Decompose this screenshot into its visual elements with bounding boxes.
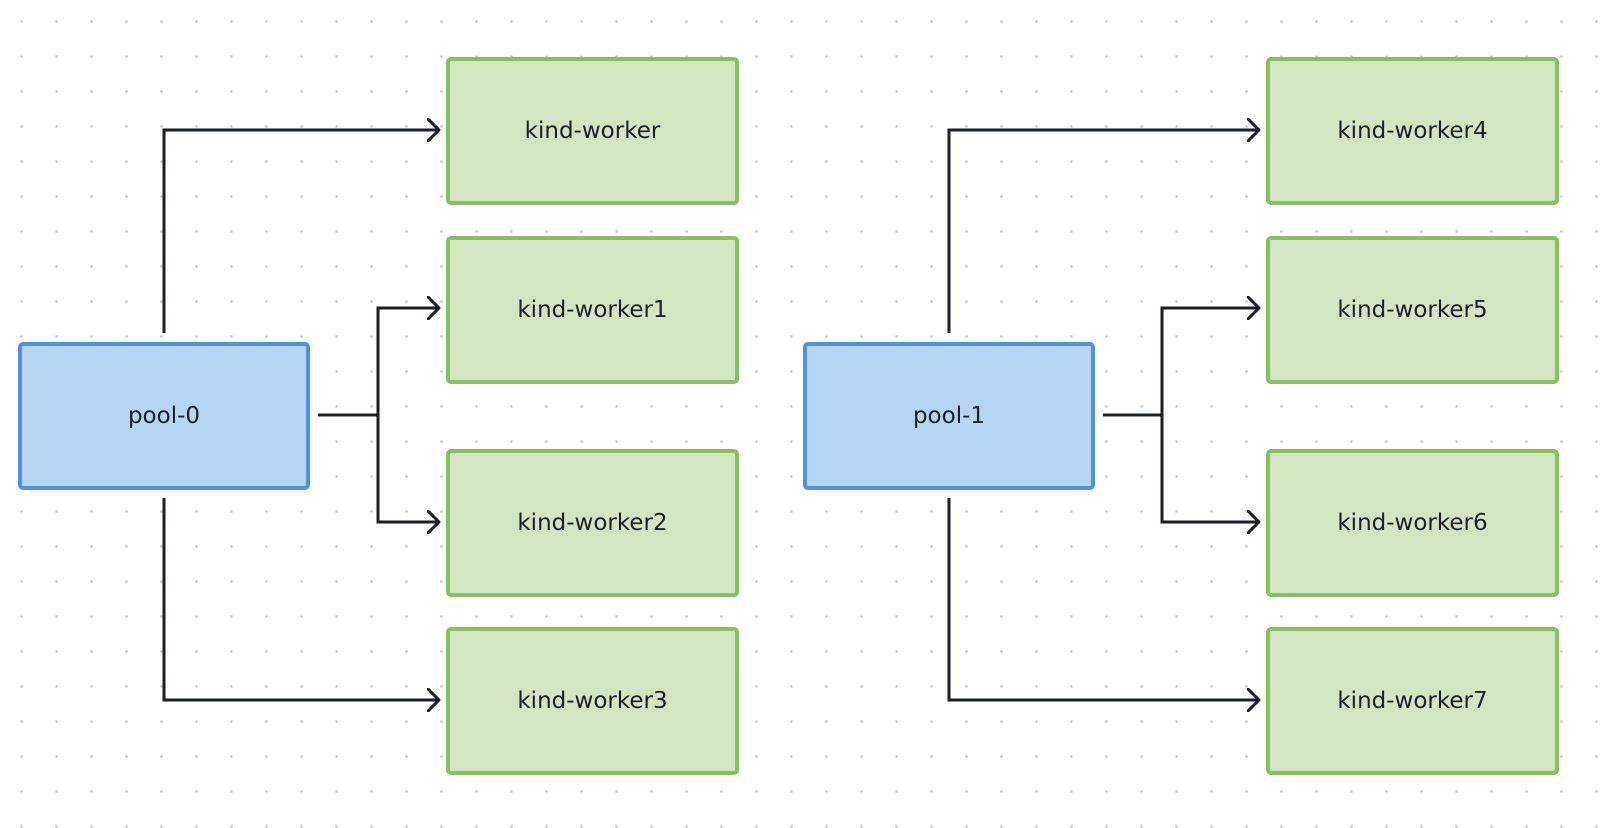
worker-label: kind-worker2: [517, 510, 668, 536]
pool-node-1[interactable]: pool-1: [803, 342, 1095, 490]
edge-pool-0-kind-worker3: [162, 498, 439, 700]
worker-label: kind-worker5: [1337, 297, 1488, 323]
edge-pool-0-kind-worker1: [318, 308, 439, 417]
worker-label: kind-worker3: [517, 688, 668, 714]
worker-label: kind-worker1: [517, 297, 668, 323]
worker-label: kind-worker6: [1337, 510, 1488, 536]
worker-node-kind-worker4[interactable]: kind-worker4: [1266, 57, 1559, 205]
worker-node-kind-worker5[interactable]: kind-worker5: [1266, 236, 1559, 384]
worker-node-kind-worker2[interactable]: kind-worker2: [446, 449, 739, 597]
worker-label: kind-worker4: [1337, 118, 1488, 144]
edge-pool-0-kind-worker: [162, 130, 439, 333]
edge-pool-1-kind-worker6: [1160, 415, 1259, 522]
worker-node-kind-worker6[interactable]: kind-worker6: [1266, 449, 1559, 597]
worker-node-kind-worker7[interactable]: kind-worker7: [1266, 627, 1559, 775]
worker-node-kind-worker1[interactable]: kind-worker1: [446, 236, 739, 384]
edge-pool-0-kind-worker2: [376, 415, 439, 522]
pool-label: pool-1: [912, 403, 986, 429]
worker-label: kind-worker7: [1337, 688, 1488, 714]
worker-label: kind-worker: [524, 118, 661, 144]
edge-pool-1-kind-worker4: [947, 130, 1259, 333]
worker-node-kind-worker3[interactable]: kind-worker3: [446, 627, 739, 775]
pool-node-0[interactable]: pool-0: [18, 342, 310, 490]
edge-pool-1-kind-worker7: [947, 498, 1259, 700]
edge-pool-1-kind-worker5: [1103, 308, 1259, 417]
worker-node-kind-worker[interactable]: kind-worker: [446, 57, 739, 205]
pool-label: pool-0: [127, 403, 201, 429]
